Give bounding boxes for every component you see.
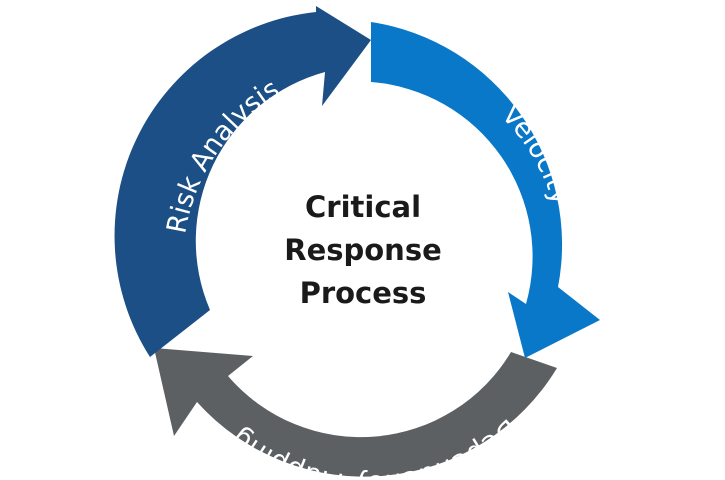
center-title-line-3: Process <box>300 276 427 310</box>
velocity-arrow <box>371 22 600 358</box>
center-title-line-2: Response <box>284 233 442 267</box>
risk-analysis-arrow <box>114 6 371 357</box>
center-title-line-1: Critical <box>305 190 421 224</box>
dependency-mapping-arrow <box>154 348 557 477</box>
